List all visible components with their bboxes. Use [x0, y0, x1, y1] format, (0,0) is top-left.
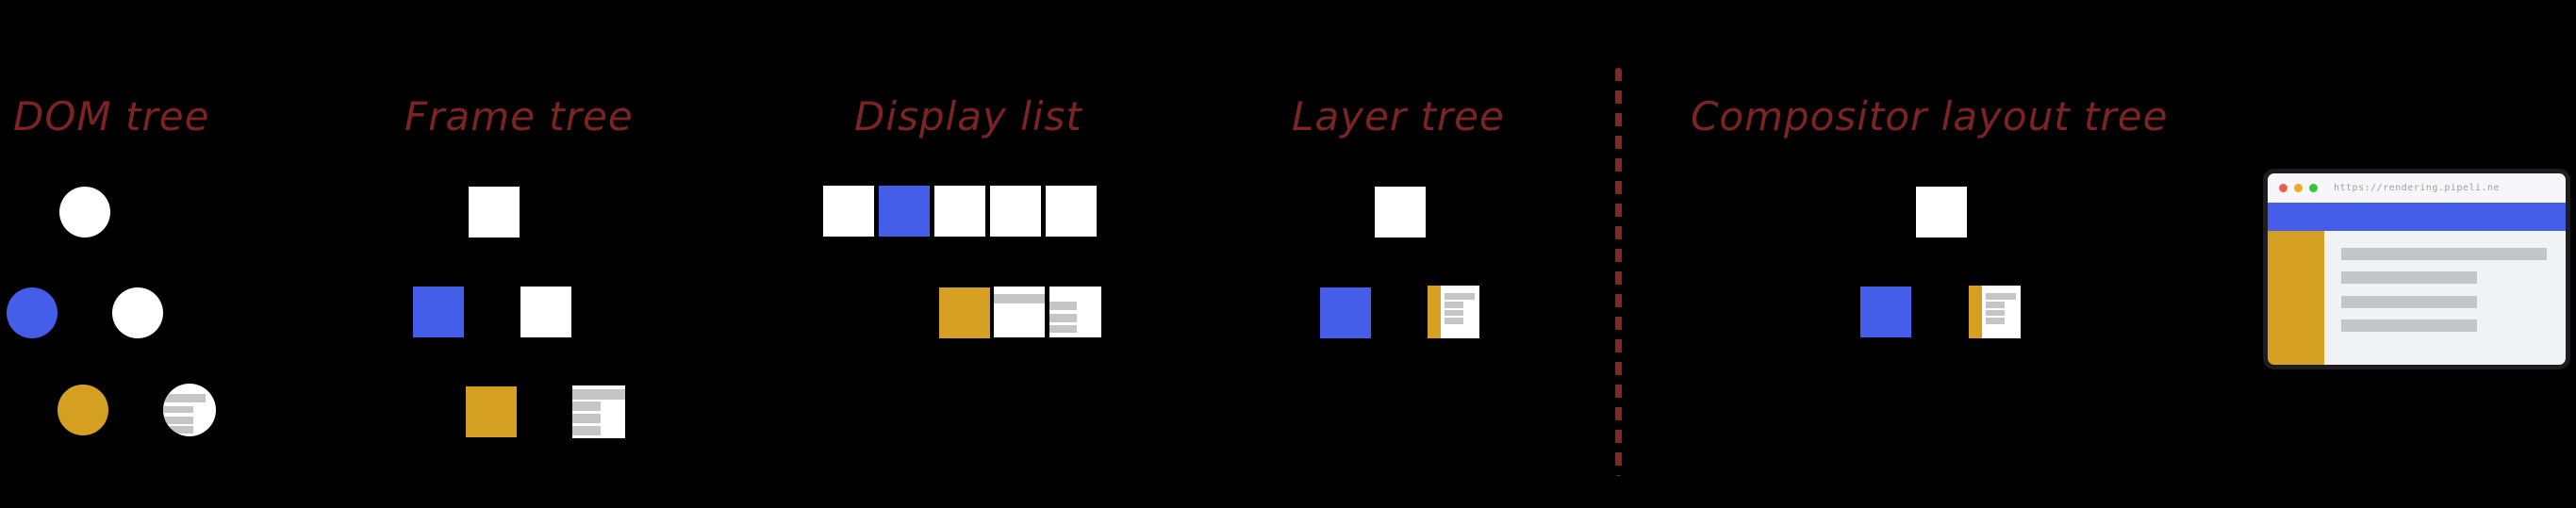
layer-node-root-square [1375, 187, 1426, 238]
text-line-icon [2341, 248, 2547, 260]
frame-node-blue-square [413, 287, 464, 337]
text-line-icon [1445, 292, 1476, 301]
text-line-icon [1986, 318, 2005, 324]
text-line-icon [1049, 325, 1078, 334]
dom-node-white-circle [112, 287, 163, 338]
compositor-node-blue-square [1860, 287, 1911, 337]
text-line-icon [572, 401, 602, 411]
text-line-icon [572, 414, 602, 423]
text-line-icon [1986, 302, 2005, 309]
text-line-icon [163, 405, 194, 414]
text-line-icon [1986, 309, 2005, 317]
browser-window-mockup: https://rendering.pipeli.ne [2263, 169, 2570, 369]
close-traffic-light-icon [2279, 184, 2287, 192]
maximize-traffic-light-icon [2309, 184, 2318, 192]
display-list-title: Display list [854, 93, 1082, 139]
text-line-icon [572, 426, 602, 435]
display-item-white-square [934, 186, 985, 237]
page-header-banner [2268, 203, 2566, 231]
text-line-icon [1445, 318, 1463, 324]
minimize-traffic-light-icon [2294, 184, 2303, 192]
display-item-orange-square [939, 287, 990, 338]
text-line-icon [1049, 302, 1078, 311]
dom-node-orange-circle [58, 385, 108, 435]
frame-node-root-square [469, 187, 520, 238]
dom-node-blue-circle [7, 287, 58, 338]
text-line-icon [163, 416, 194, 424]
text-line-icon [163, 426, 194, 434]
text-line-icon [163, 393, 206, 402]
display-item-white-square [1046, 186, 1097, 237]
address-bar-url: https://rendering.pipeli.ne [2334, 183, 2501, 193]
frame-node-orange-square [466, 386, 517, 437]
frame-node-white-square [520, 287, 571, 337]
dom-node-text-document-circle [163, 384, 216, 436]
frame-node-text-document-square [572, 385, 625, 438]
text-line-icon [1986, 292, 2017, 301]
text-line-icon [1049, 314, 1078, 323]
layer-tree-title: Layer tree [1292, 93, 1505, 139]
text-line-icon [572, 389, 625, 400]
compositor-layout-tree-title: Compositor layout tree [1691, 93, 2169, 139]
dashed-divider-line [1615, 68, 1622, 476]
display-item-white-square [990, 186, 1041, 237]
compositor-node-root-square [1916, 187, 1967, 238]
text-line-icon [2341, 296, 2477, 308]
sidebar-strip-icon [1428, 286, 1441, 338]
display-item-white-square [823, 186, 874, 237]
compositor-node-composited-content-square [1969, 286, 2021, 338]
text-line-icon [1445, 302, 1463, 309]
text-line-icon [994, 294, 1045, 304]
layer-node-blue-square [1320, 287, 1371, 338]
layer-node-composited-content-square [1428, 286, 1479, 338]
text-line-icon [2341, 320, 2477, 332]
display-item-blue-square [879, 186, 930, 237]
text-line-icon [1445, 309, 1463, 317]
page-sidebar [2268, 231, 2324, 365]
dom-tree-title: DOM tree [13, 93, 210, 139]
display-item-text-lines-square [1049, 287, 1101, 337]
frame-tree-title: Frame tree [405, 93, 634, 139]
browser-titlebar: https://rendering.pipeli.ne [2268, 173, 2566, 203]
text-line-icon [2341, 271, 2477, 284]
page-content-area [2324, 231, 2566, 365]
dom-node-root-circle [59, 187, 110, 238]
sidebar-strip-icon [1969, 286, 1982, 338]
display-item-header-bar-square [994, 287, 1045, 337]
